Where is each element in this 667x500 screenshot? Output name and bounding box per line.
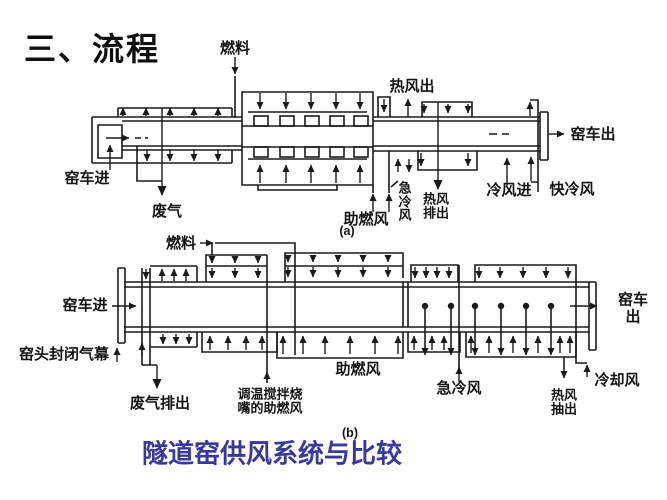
label-kiln-car-in-a: 窑车进 bbox=[64, 169, 110, 187]
label-kiln-car-out-a: 窑车出 bbox=[570, 125, 616, 143]
tag-a: (a) bbox=[339, 224, 355, 239]
kiln-car-in-arrow-a bbox=[106, 134, 130, 170]
label-fuel-b: 燃料 bbox=[165, 234, 197, 252]
label-combustion-air-b: 助燃风 bbox=[335, 360, 381, 378]
label-air-curtain-b: 窑头封闭气幕 bbox=[18, 345, 110, 363]
label-cold-air-in-a: 冷风进 bbox=[486, 181, 532, 199]
air-curtain-arrows-b bbox=[113, 342, 146, 362]
slide-title: 三、流程 bbox=[24, 31, 161, 67]
label-kiln-car-in-b: 窑车进 bbox=[62, 296, 108, 314]
firing-zone-arrows-b bbox=[206, 255, 402, 354]
diagram-a bbox=[91, 57, 565, 212]
firing-zone-arrows-a bbox=[256, 93, 364, 183]
label-combustion-air-a: 助燃风 bbox=[343, 210, 389, 228]
slide-caption: 隧道窑供风系统与比较 bbox=[141, 438, 403, 469]
quench-probe-dots bbox=[421, 302, 555, 356]
label-quench-air-b: 急冷风 bbox=[436, 379, 482, 397]
label-hot-air-extraction-b: 热风 抽出 bbox=[550, 387, 578, 417]
label-hot-air-out-a: 热风出 bbox=[389, 77, 435, 95]
label-fast-cooling-air-a: 快冷风 bbox=[549, 180, 595, 198]
cooling-zone-arrows-b bbox=[410, 267, 591, 382]
label-waste-gas-discharge-b: 废气排出 bbox=[129, 394, 191, 412]
label-hot-air-discharge-a: 热风 排出 bbox=[422, 191, 450, 221]
diagram-b bbox=[112, 239, 598, 389]
label-fuel-a: 燃料 bbox=[219, 39, 251, 57]
label-quench-air-a: 急冷风 bbox=[398, 180, 412, 223]
label-waste-gas-a: 废气 bbox=[151, 202, 183, 220]
preheat-exhaust-arrows-b bbox=[142, 268, 193, 345]
label-cooling-air-b: 冷却风 bbox=[594, 371, 640, 389]
label-tempering-burner-air-b: 调温搅拌烧 嘴的助燃风 bbox=[237, 386, 303, 416]
label-kiln-car-out-b: 窑车出 bbox=[617, 291, 648, 325]
cooling-zone-arrows-a bbox=[369, 98, 535, 212]
tag-b: (b) bbox=[342, 426, 358, 441]
preheat-exhaust-arrows-a bbox=[119, 107, 222, 162]
